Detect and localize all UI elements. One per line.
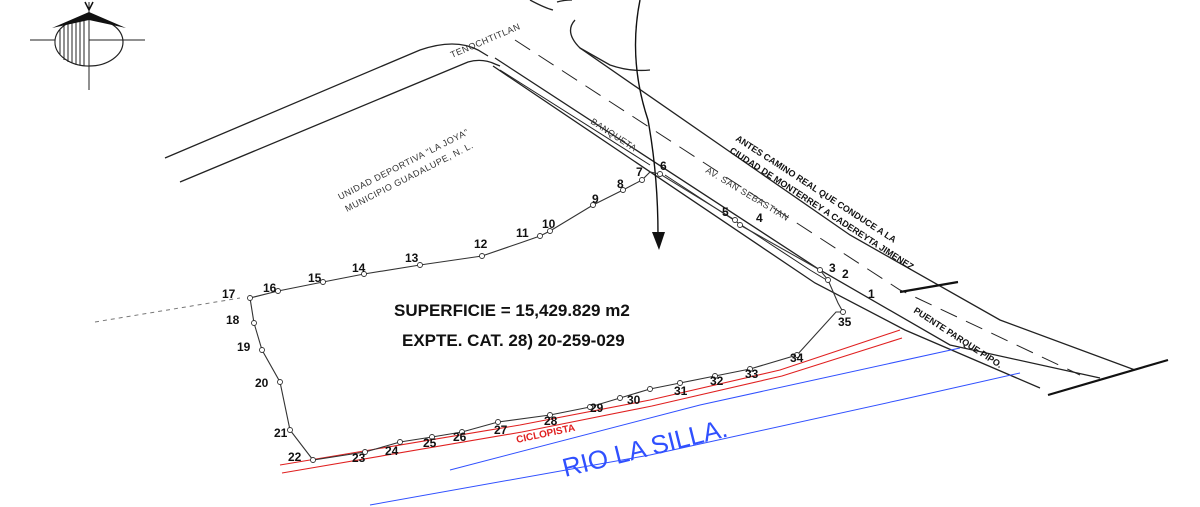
old-road-label-line2: CIUDAD DE MONTERREY A CADEREYTA JIMENEZ [728, 145, 916, 272]
vertex-label: 11 [516, 226, 529, 240]
vertex-label: 6 [660, 159, 667, 173]
vertex-label: 3 [829, 261, 836, 275]
vertex-label: 8 [617, 177, 624, 191]
river-label: RIO LA SILLA. [559, 413, 730, 483]
vertex-label: 13 [405, 251, 419, 265]
vertex-label: 21 [274, 426, 288, 440]
vertex-label: 16 [263, 281, 277, 295]
road-tenochtitlan [164, 0, 573, 183]
vertex-label: 10 [542, 217, 556, 231]
vertex-label: 22 [288, 450, 302, 464]
vertex-label: 28 [544, 414, 558, 428]
vertex-label: 20 [255, 376, 269, 390]
vertex-label: 29 [590, 401, 604, 415]
vertex-label: 17 [222, 287, 236, 301]
vertex-label: 1 [868, 287, 875, 301]
vertex-label: 31 [674, 384, 688, 398]
vertex-label: 25 [423, 436, 437, 450]
vertex-label: 18 [226, 313, 240, 327]
vertex-label: 14 [352, 261, 366, 275]
vertex-label: 27 [494, 423, 508, 437]
vertex-label: 33 [745, 367, 759, 381]
north-arrow-icon [30, 1, 145, 90]
cadastral-file-label: EXPTE. CAT. 28) 20-259-029 [402, 331, 625, 350]
vertex-label: 15 [308, 271, 322, 285]
river-rio-la-silla [369, 347, 1021, 506]
old-road-label-line1: ANTES CAMINO REAL QUE CONDUCE A LA [734, 133, 899, 245]
vertex-label: 34 [790, 351, 804, 365]
direction-arrow-icon [634, 0, 665, 250]
vertex-label: 19 [237, 340, 251, 354]
road-av-san-sebastian [492, 19, 1136, 389]
vertex-label: 4 [756, 211, 763, 225]
vertex-label: 7 [636, 165, 643, 179]
vertex-label: 2 [842, 267, 849, 281]
vertex-label: 9 [592, 192, 599, 206]
vertex-label: 30 [627, 393, 641, 407]
vertex-label: 12 [474, 237, 488, 251]
ciclopista-path [279, 329, 903, 474]
vertex-label: 24 [385, 444, 399, 458]
surface-area-label: SUPERFICIE = 15,429.829 m2 [394, 301, 630, 320]
vertex-labels: 1 2 3 4 5 6 7 8 9 10 11 12 13 14 15 16 1… [222, 159, 875, 465]
sports-unit-label-line2: MUNICIPIO GUADALUPE, N. L. [343, 140, 475, 214]
property-boundary [249, 171, 844, 461]
sports-unit-label-line1: UNIDAD DEPORTIVA "LA JOYA" [336, 127, 470, 202]
vertex-label: 32 [710, 374, 724, 388]
boundary-extension [94, 297, 241, 323]
vertex-label: 26 [453, 430, 467, 444]
vertex-label: 23 [352, 451, 366, 465]
vertex-label: 5 [722, 205, 729, 219]
vertex-label: 35 [838, 315, 852, 329]
vertex-markers [247, 171, 846, 463]
bridge-puente-parque-pipo [899, 280, 1169, 397]
